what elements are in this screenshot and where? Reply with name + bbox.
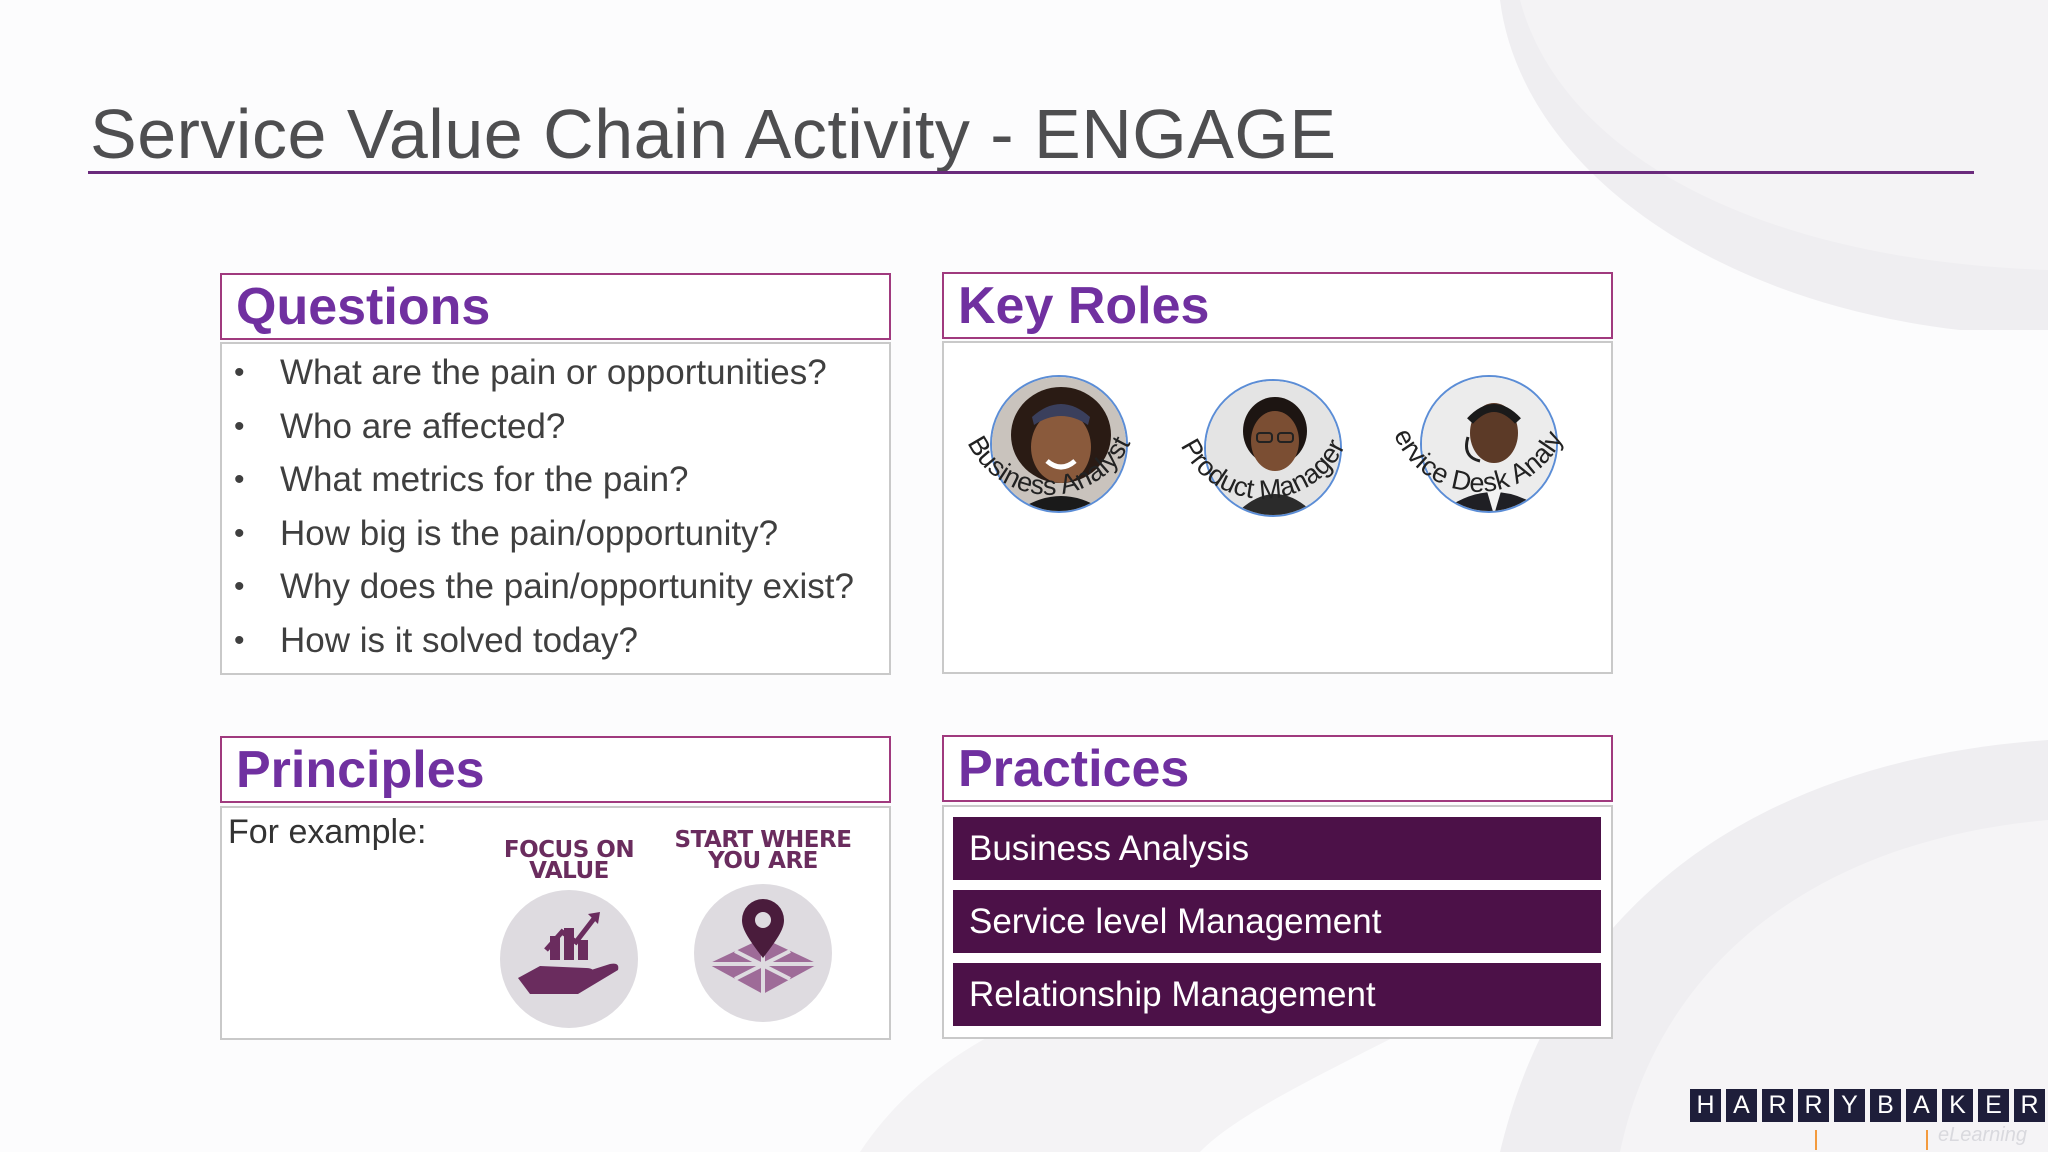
logo-letter: R — [1798, 1089, 1829, 1122]
key-roles-panel: Business Analyst Product Manager — [942, 341, 1613, 674]
practice-item: Business Analysis — [953, 817, 1601, 880]
product-manager-label: Product Manager — [1175, 434, 1351, 506]
practices-header: Practices — [942, 735, 1613, 802]
role-business-analyst: Business Analyst — [954, 365, 1144, 555]
logo-letter: R — [2014, 1089, 2045, 1122]
role-product-manager: Product Manager — [1168, 369, 1358, 559]
product-manager-label-arc: Product Manager — [1175, 434, 1351, 506]
logo-letter: H — [1690, 1089, 1721, 1122]
business-analyst-label: Business Analyst — [962, 431, 1136, 501]
svg-text:Product Manager: Product Manager — [1175, 434, 1351, 506]
questions-panel: •What are the pain or opportunities? •Wh… — [220, 342, 891, 675]
principle-start-where-you-are: START WHERE YOU ARE — [673, 827, 853, 1022]
logo-letter: A — [1726, 1089, 1757, 1122]
logo-accent — [1815, 1130, 1817, 1150]
service-desk-analyst-label: Service Desk Analyst — [1384, 365, 1569, 498]
logo-letter: A — [1906, 1089, 1937, 1122]
harrybaker-logo: H A R R Y B A K E R — [1690, 1089, 2048, 1122]
practices-heading: Practices — [958, 740, 1190, 798]
service-desk-analyst-avatar — [1420, 375, 1558, 513]
principle-label: FOCUS ON VALUE — [503, 837, 635, 884]
logo-subtitle: eLearning — [1938, 1124, 2027, 1146]
product-manager-avatar — [1204, 379, 1342, 517]
practice-item: Relationship Management — [953, 963, 1601, 1026]
questions-header: Questions — [220, 273, 891, 340]
map-location-pin-icon — [694, 884, 832, 1022]
slide-title: Service Value Chain Activity - ENGAGE — [90, 95, 1337, 173]
title-divider — [88, 171, 1974, 174]
logo-letter: B — [1870, 1089, 1901, 1122]
logo-letter: Y — [1834, 1089, 1865, 1122]
key-roles-heading: Key Roles — [958, 277, 1210, 335]
principle-focus-on-value: FOCUS ON VALUE — [479, 837, 659, 1028]
svg-text:Business Analyst: Business Analyst — [962, 431, 1136, 501]
principles-header: Principles — [220, 736, 891, 803]
hand-growth-chart-icon — [500, 890, 638, 1028]
principles-heading: Principles — [236, 741, 485, 799]
business-analyst-avatar — [990, 375, 1128, 513]
key-roles-header: Key Roles — [942, 272, 1613, 339]
questions-heading: Questions — [236, 278, 491, 336]
logo-letter: K — [1942, 1089, 1973, 1122]
business-analyst-label-arc: Business Analyst — [962, 431, 1136, 501]
logo-letter: R — [1762, 1089, 1793, 1122]
role-service-desk-analyst: Service Desk Analyst — [1384, 365, 1574, 555]
logo-letter: E — [1978, 1089, 2009, 1122]
practice-item: Service level Management — [953, 890, 1601, 953]
logo-accent — [1926, 1130, 1928, 1150]
svg-text:Service Desk Analyst: Service Desk Analyst — [1384, 365, 1569, 498]
principles-intro: For example: — [228, 813, 427, 851]
service-desk-analyst-label-arc: Service Desk Analyst — [1384, 365, 1569, 498]
principle-label: START WHERE YOU ARE — [674, 827, 852, 874]
